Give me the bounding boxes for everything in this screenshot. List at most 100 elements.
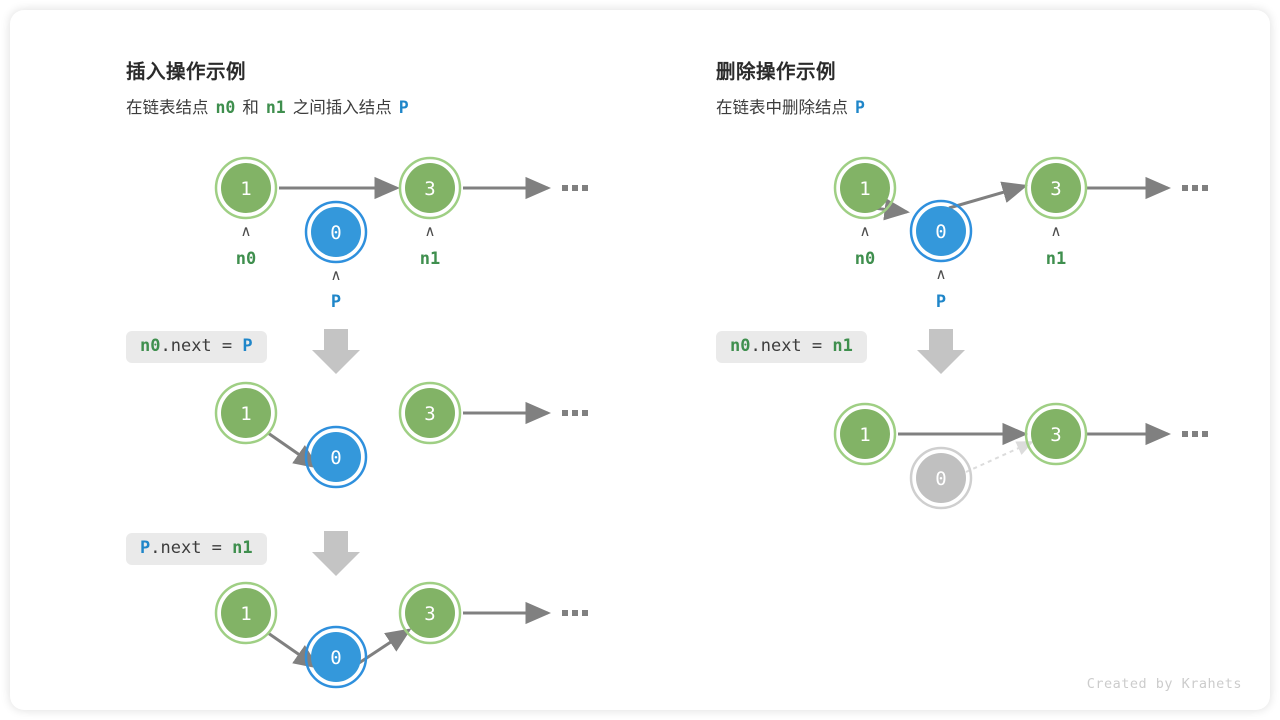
node-ring (909, 446, 973, 510)
caret-icon: ∧ (241, 222, 252, 240)
node-value: 0 (330, 222, 341, 244)
pointer-label-n0: n0 (236, 249, 256, 269)
insert-row-after-step1: 1 0 3 (214, 381, 588, 489)
delete-row-after: 1 0 3 (833, 402, 1208, 510)
node-ring (398, 156, 462, 220)
node-n1[interactable]: 3 (398, 156, 462, 220)
caret-icon: ∧ (936, 265, 947, 283)
node-fill (840, 409, 890, 459)
node-value: 0 (330, 447, 341, 469)
node-fill (221, 388, 271, 438)
node-n1[interactable]: 3 (1024, 156, 1088, 220)
subtitle-text-3: 之间插入结点 (292, 99, 392, 117)
node-value: 3 (424, 178, 435, 200)
panel-insert-title: 插入操作示例 (126, 61, 247, 83)
node-ring (833, 402, 897, 466)
node-fill (311, 207, 361, 257)
ellipsis-icon (562, 610, 588, 616)
subtitle-text-1: 在链表结点 (126, 99, 209, 117)
node-p-deleted[interactable]: 0 (909, 446, 973, 510)
node-fill (405, 388, 455, 438)
node-ring (304, 200, 368, 264)
subtitle-token-p: P (855, 98, 865, 117)
arrow-p-to-n1 (358, 628, 412, 665)
code-chip-delete-step1: n0.next = n1 (716, 331, 867, 363)
ellipsis-icon (562, 410, 588, 416)
caret-icon: ∧ (425, 222, 436, 240)
down-arrow-icon-step1 (917, 329, 965, 374)
delete-diagram-svg: 1 ∧ n0 0 ∧ P 3 ∧ n1 (833, 156, 1208, 510)
pointer-label-p: P (331, 292, 341, 312)
node-value: 3 (424, 403, 435, 425)
node-n1[interactable]: 3 (1024, 402, 1088, 466)
footer-credit: Created by Krahets (1086, 676, 1242, 692)
pointer-label-n1: n1 (1046, 249, 1066, 269)
arrow-removed-p-to-n1 (965, 441, 1034, 473)
node-p[interactable]: 0 (304, 200, 368, 264)
subtitle-token-p: P (398, 98, 409, 117)
node-n0[interactable]: 1 (214, 156, 278, 220)
node-fill (916, 206, 966, 256)
code-token-n0: n0 (730, 336, 751, 356)
node-ring (1024, 156, 1088, 220)
node-ring (398, 581, 462, 645)
panel-delete-title: 删除操作示例 (716, 61, 837, 83)
code-chip-insert-step2: P.next = n1 (126, 533, 267, 565)
node-n1[interactable]: 3 (398, 581, 462, 645)
node-p[interactable]: 0 (909, 199, 973, 263)
panel-delete-subtitle: 在链表中删除结点 P (716, 94, 865, 118)
node-value: 1 (240, 178, 251, 200)
node-ring (909, 199, 973, 263)
panel-insert-subtitle: 在链表结点 n0 和 n1 之间插入结点 P (126, 94, 409, 118)
node-ring (214, 381, 278, 445)
node-p[interactable]: 0 (304, 425, 368, 489)
node-fill (840, 163, 890, 213)
node-fill (221, 588, 271, 638)
node-value: 1 (240, 403, 251, 425)
node-fill (1031, 163, 1081, 213)
arrow-n0-to-p (267, 431, 320, 469)
node-ring (304, 425, 368, 489)
ellipsis-icon (562, 185, 588, 191)
ellipsis-icon (1182, 431, 1208, 437)
arrow-p-to-n1 (948, 181, 1028, 210)
code-token-p: P (140, 538, 151, 558)
node-n0[interactable]: 1 (214, 581, 278, 645)
node-n0[interactable]: 1 (833, 156, 897, 220)
subtitle-token-n0: n0 (215, 98, 236, 117)
down-arrow-icon-step1 (312, 329, 360, 374)
down-arrow-icon-step2 (312, 531, 360, 576)
node-n1[interactable]: 3 (398, 381, 462, 445)
node-value: 1 (859, 424, 870, 446)
node-value: 0 (935, 221, 946, 243)
subtitle-text-1: 在链表中删除结点 (716, 99, 848, 117)
insert-diagram-svg: 1 ∧ n0 0 ∧ P 3 ∧ n1 (214, 156, 588, 689)
node-n0[interactable]: 1 (833, 402, 897, 466)
node-value: 1 (240, 603, 251, 625)
arrow-n0-to-p (267, 631, 320, 669)
pointer-label-n0: n0 (855, 249, 875, 269)
code-text-next-assign: .next = (750, 336, 833, 356)
subtitle-text-2: 和 (242, 99, 259, 117)
node-ring (398, 381, 462, 445)
node-fill (405, 163, 455, 213)
code-token-n1: n1 (832, 336, 853, 356)
node-ring (304, 625, 368, 689)
node-ring (214, 581, 278, 645)
node-fill (311, 632, 361, 682)
node-ring (1024, 402, 1088, 466)
code-chip-insert-step1: n0.next = P (126, 331, 267, 363)
code-token-n0: n0 (140, 336, 161, 356)
node-ring (214, 156, 278, 220)
node-n0[interactable]: 1 (214, 381, 278, 445)
panel-insert: 插入操作示例 在链表结点 n0 和 n1 之间插入结点 P n0.next = P P.n… (10, 10, 640, 710)
node-ring (833, 156, 897, 220)
node-p[interactable]: 0 (304, 625, 368, 689)
delete-row-initial: 1 ∧ n0 0 ∧ P 3 ∧ n1 (833, 156, 1208, 312)
node-value: 1 (859, 178, 870, 200)
subtitle-token-n1: n1 (265, 98, 286, 117)
node-fill (405, 588, 455, 638)
caret-icon: ∧ (860, 222, 871, 240)
pointer-label-p: P (936, 292, 946, 312)
